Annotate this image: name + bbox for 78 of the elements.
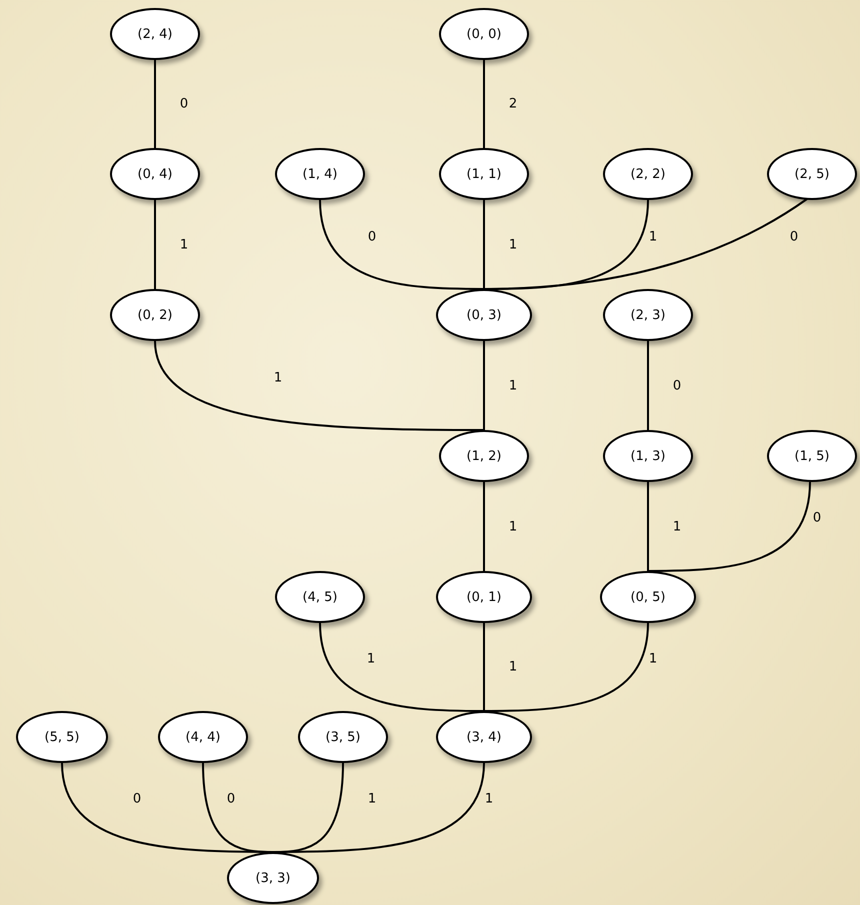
node-label: (5, 5) xyxy=(44,730,80,744)
connector-line xyxy=(647,482,649,571)
node-ellipse xyxy=(110,8,200,60)
edge-label: 1 xyxy=(366,652,376,666)
node-label: (1, 1) xyxy=(466,166,502,182)
edge-label: 1 xyxy=(508,660,518,674)
node-label: (2, 3) xyxy=(630,308,666,322)
connector-line xyxy=(483,623,485,711)
edge-label: 1 xyxy=(508,237,518,252)
node-ellipse xyxy=(275,148,365,200)
edge-label: 0 xyxy=(812,510,822,526)
node-ellipse xyxy=(767,148,857,200)
node-label: (2, 4) xyxy=(138,26,172,42)
edge-label: 0 xyxy=(180,96,188,112)
node-label: (0, 4) xyxy=(138,166,172,182)
connector-line xyxy=(648,482,811,572)
connector-line xyxy=(483,341,485,430)
connector-line xyxy=(484,198,808,290)
connector-line xyxy=(483,60,485,148)
edge-label: 1 xyxy=(368,792,376,806)
connector-line xyxy=(319,200,484,290)
node-ellipse xyxy=(158,711,248,763)
edge-label: 0 xyxy=(672,378,682,393)
node-ellipse xyxy=(436,289,532,341)
node-label: (0, 3) xyxy=(466,308,502,322)
edge-label: 1 xyxy=(180,237,188,252)
connector-line xyxy=(484,622,649,712)
node-label: (3, 5) xyxy=(326,730,360,744)
node-ellipse xyxy=(439,430,529,482)
node-ellipse xyxy=(436,711,532,763)
edge-label: 2 xyxy=(508,96,518,112)
node-ellipse xyxy=(110,289,200,341)
connector-line xyxy=(154,200,156,289)
edge-label: 0 xyxy=(226,792,236,806)
node-label: (1, 3) xyxy=(630,448,666,464)
edge-label: 1 xyxy=(648,230,658,244)
node-ellipse xyxy=(275,571,365,623)
node-ellipse xyxy=(767,430,857,482)
node-label: (0, 5) xyxy=(630,590,666,604)
edge-label: 1 xyxy=(274,370,282,386)
connector-line xyxy=(154,340,484,431)
connector-line xyxy=(273,762,485,853)
node-ellipse xyxy=(600,571,696,623)
node-ellipse xyxy=(298,711,388,763)
node-label: (4, 4) xyxy=(186,730,220,744)
node-label: (3, 4) xyxy=(466,730,502,744)
node-label: (1, 2) xyxy=(466,448,502,464)
node-ellipse xyxy=(436,571,532,623)
edge-label: 1 xyxy=(484,792,494,806)
edge-label: 1 xyxy=(648,652,658,666)
connector-line xyxy=(483,482,485,571)
node-label: (0, 0) xyxy=(466,26,502,42)
node-label: (0, 2) xyxy=(138,308,172,322)
node-ellipse xyxy=(227,852,319,904)
node-ellipse xyxy=(603,148,693,200)
connector-line xyxy=(647,341,649,430)
node-ellipse xyxy=(439,148,529,200)
node-label: (1, 4) xyxy=(302,166,338,182)
edge-label: 1 xyxy=(508,519,518,534)
node-ellipse xyxy=(603,430,693,482)
node-label: (0, 1) xyxy=(466,590,502,604)
edge-label: 0 xyxy=(368,230,376,244)
node-ellipse xyxy=(603,289,693,341)
edge-label: 0 xyxy=(132,792,142,806)
node-ellipse xyxy=(110,148,200,200)
node-ellipse xyxy=(439,8,529,60)
node-label: (2, 2) xyxy=(630,166,666,182)
edge-label: 0 xyxy=(790,230,798,244)
node-label: (4, 5) xyxy=(302,590,338,604)
connector-line xyxy=(154,60,156,148)
connector-line xyxy=(319,622,484,712)
node-ellipse xyxy=(16,711,108,763)
edge-label: 1 xyxy=(672,519,682,534)
connector-line xyxy=(483,200,485,289)
node-label: (1, 5) xyxy=(794,448,830,464)
edge-label: 1 xyxy=(508,378,518,393)
node-label: (3, 3) xyxy=(256,870,290,886)
node-label: (2, 5) xyxy=(794,166,830,182)
